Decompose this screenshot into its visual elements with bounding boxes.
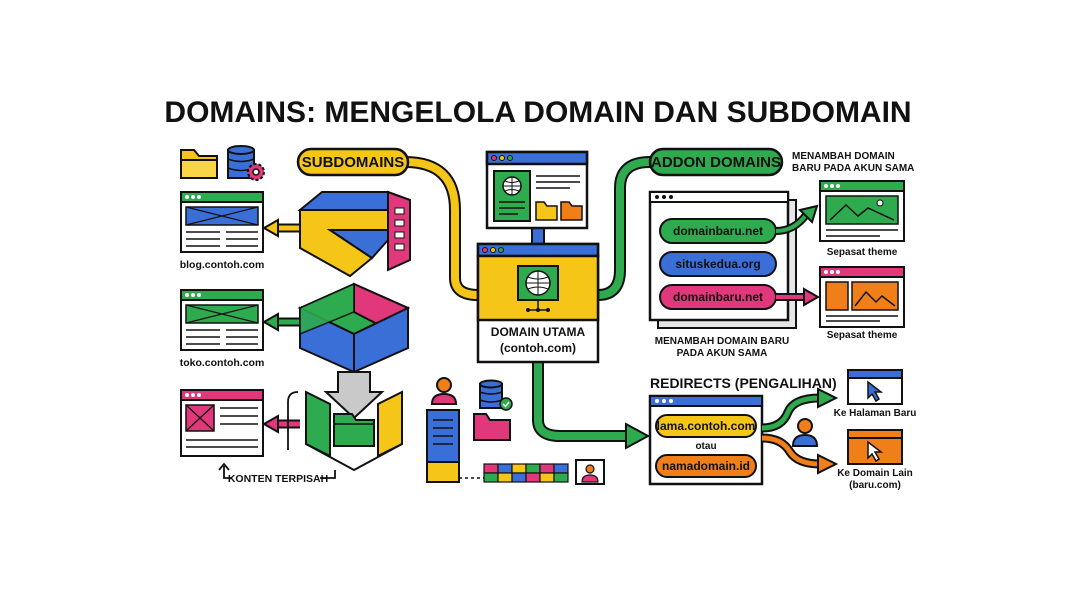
svg-text:situskedua.org: situskedua.org	[675, 257, 760, 271]
addon-domain-2: situskedua.org	[659, 251, 777, 277]
addon-domains-pill: ADDON DOMAINS	[648, 147, 784, 177]
page-title: DOMAINS: MENGELOLA DOMAIN DAN SUBDOMAIN	[164, 96, 911, 129]
svg-text:namadomain.id: namadomain.id	[662, 459, 750, 473]
theme-label-2: Sepasat theme	[827, 330, 898, 341]
addon-note-line1: MENAMBAH DOMAIN	[792, 151, 895, 162]
shop-site-window	[180, 289, 264, 351]
subdomain-cube-middle	[297, 282, 411, 374]
svg-text:domainbaru.net: domainbaru.net	[673, 224, 763, 238]
redirect-connector	[534, 362, 628, 440]
addon-caption-line2: PADA AKUN SAMA	[677, 348, 768, 359]
redirect-from-pill: lama.contoh.com	[655, 414, 757, 438]
addon-domain-3: domainbaru.net	[659, 284, 777, 310]
main-domain-label: DOMAIN UTAMA	[491, 325, 586, 339]
top-window-stem	[531, 227, 545, 245]
theme-window-2	[819, 266, 905, 328]
separate-site-window	[180, 389, 264, 457]
addon-note-line2: BARU PADA AKUN SAMA	[792, 163, 914, 174]
blog-site-label: blog.contoh.com	[180, 259, 265, 271]
subdomains-pill: SUBDOMAINS	[296, 147, 410, 177]
redirect-arrowhead	[625, 422, 651, 450]
svg-text:lama.contoh.com: lama.contoh.com	[657, 419, 756, 433]
subdomain-connector	[404, 158, 479, 299]
addon-caption-line1: MENAMBAH DOMAIN BARU	[655, 336, 789, 347]
visitor-user-icon	[791, 418, 819, 447]
database-small-icon	[479, 379, 513, 411]
addon-domains-label: ADDON DOMAINS	[651, 154, 781, 171]
gray-down-arrow	[323, 371, 385, 420]
theme-arrow-1	[775, 213, 808, 233]
redirects-label: REDIRECTS (PENGALIHAN)	[650, 375, 837, 391]
gear-icon	[247, 163, 265, 181]
color-blocks	[483, 463, 569, 483]
addon-domain-1: domainbaru.net	[659, 218, 777, 244]
subdomain-box-bottom	[305, 390, 403, 472]
theme-window-1	[819, 180, 905, 242]
top-site-window	[485, 150, 589, 230]
cursor-icon-2	[867, 440, 884, 463]
database-icon	[227, 145, 255, 179]
svg-text:domainbaru.net: domainbaru.net	[673, 290, 763, 304]
theme-label-1: Sepasat theme	[827, 247, 898, 258]
subdomain-prism-top	[297, 190, 411, 278]
folder-icon	[180, 149, 218, 179]
user-icon	[430, 377, 458, 405]
redirect-arrow-new-page	[761, 395, 821, 431]
shop-site-label: toko.contoh.com	[180, 357, 265, 369]
redirect-or-text: otau	[695, 441, 716, 452]
redirect-connector-outline	[532, 362, 628, 442]
new-page-window	[847, 369, 903, 405]
addon-connector	[597, 158, 651, 299]
blog-site-window	[180, 191, 264, 253]
subdomains-label: SUBDOMAINS	[302, 154, 405, 171]
redirect-target-2-line2: (baru.com)	[849, 480, 901, 491]
profile-card-icon	[575, 459, 605, 485]
main-domain-window	[476, 242, 600, 364]
redirect-arrow-other-domain	[761, 435, 821, 467]
redirect-to-pill: namadomain.id	[655, 454, 757, 478]
server-icon	[426, 409, 460, 483]
other-domain-window	[847, 429, 903, 465]
main-domain-sub: (contoh.com)	[500, 341, 576, 355]
separate-content-label: KONTEN TERPISAH	[228, 473, 328, 485]
cursor-icon	[867, 380, 884, 403]
subdomain-connector-outline	[404, 156, 479, 301]
redirect-target-1: Ke Halaman Baru	[834, 408, 917, 419]
redirect-target-2-line1: Ke Domain Lain	[837, 468, 913, 479]
folder-pink-icon	[473, 413, 511, 441]
